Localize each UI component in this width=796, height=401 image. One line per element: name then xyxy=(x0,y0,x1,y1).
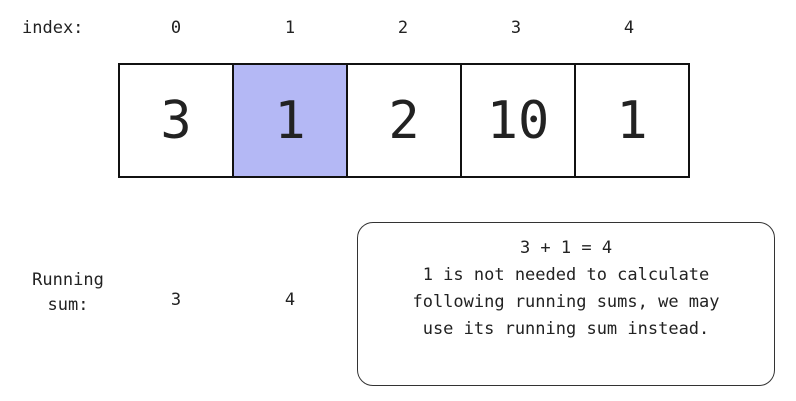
array-row: 3 1 2 10 1 xyxy=(118,63,690,178)
array-cell-4: 1 xyxy=(616,90,648,151)
index-number-1: 1 xyxy=(284,18,296,38)
note-line-1: 1 is not needed to calculate xyxy=(422,265,710,285)
index-number-2: 2 xyxy=(397,18,409,38)
index-number-4: 4 xyxy=(623,18,635,38)
running-sum-label-line2: sum: xyxy=(47,295,89,315)
array-cell-0: 3 xyxy=(120,65,234,176)
running-sum-value-0: 3 xyxy=(170,290,182,310)
array-cell-3: 10 xyxy=(462,65,576,176)
explanation-note: 3 + 1 = 4 1 is not needed to calculate f… xyxy=(357,222,775,386)
running-sum-label: Running sum: xyxy=(18,268,118,318)
note-line-2: following running sums, we may xyxy=(412,292,720,312)
note-line-3: use its running sum instead. xyxy=(422,319,710,339)
note-equation: 3 + 1 = 4 xyxy=(519,238,613,258)
running-sum-value-1: 4 xyxy=(284,290,296,310)
array-cell-2: 2 xyxy=(348,65,462,176)
index-number-0: 0 xyxy=(170,18,182,38)
index-label: index: xyxy=(22,18,84,38)
index-number-3: 3 xyxy=(510,18,522,38)
array-cell-1-highlighted: 1 xyxy=(234,65,348,176)
running-sum-label-line1: Running xyxy=(32,270,104,290)
